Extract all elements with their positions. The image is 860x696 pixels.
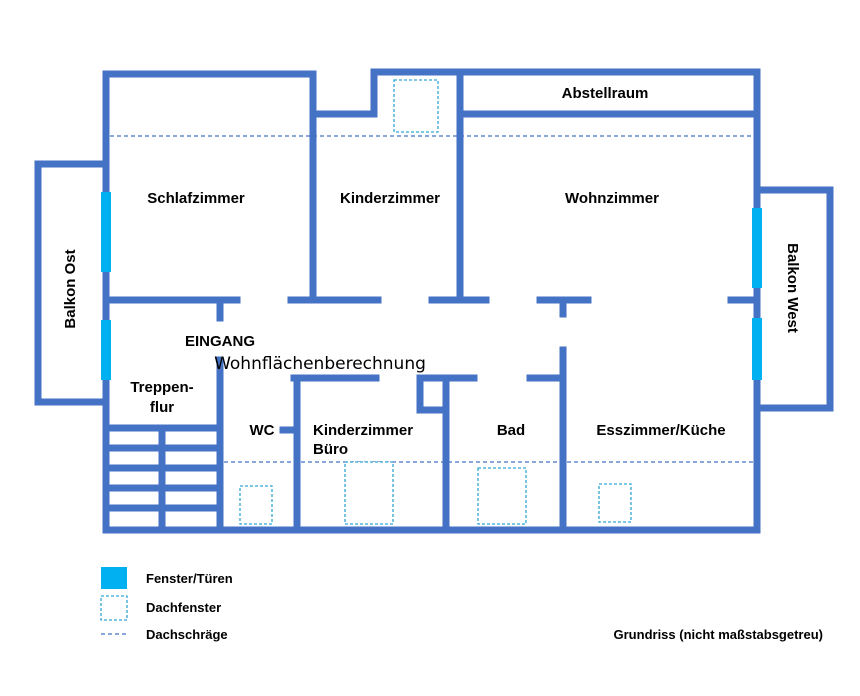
legend-skylight-swatch [100,595,128,621]
label-balkon-west: Balkon West [784,243,801,333]
skylight-bad [477,467,527,525]
label-bad: Bad [497,422,525,439]
balcony-west-wall [753,186,834,412]
outer-wall-north-west [102,68,761,194]
legend-label-fenster-tueren: Fenster/Türen [146,571,233,586]
legend-label-dachschraege: Dachschräge [146,627,228,642]
skylight-buero [344,461,394,525]
shaft-box [416,374,450,414]
window-balkon-west-lower [752,318,762,380]
walls [34,68,834,534]
label-balkon-ost: Balkon Ost [62,249,79,328]
room-labels: Abstellraum Schlafzimmer Kinderzimmer Wo… [62,85,801,458]
window-balkon-ost-upper [101,192,111,272]
windows-doors [101,192,762,380]
label-treppenflur-2: flur [150,399,174,416]
label-kinderzimmer-buero-1: Kinderzimmer [313,422,413,439]
label-eingang: EINGANG [185,333,255,350]
label-kinderzimmer-buero-2: Büro [313,441,348,458]
label-treppenflur-1: Treppen- [130,379,193,396]
skylight-wc [239,485,273,525]
label-wohnzimmer: Wohnzimmer [565,190,659,207]
skylights [239,79,632,525]
window-balkon-ost-lower [101,320,111,380]
skylight-top [393,79,439,133]
legend: Fenster/Türen Dachfenster Dachschräge [100,567,233,642]
footer-note: Grundriss (nicht maßstabsgetreu) [614,627,823,642]
overlay-wohnflaechenberechnung: Wohnflächenberechnung [214,354,426,374]
legend-window-swatch [101,567,127,589]
balcony-east-wall [34,160,110,406]
label-schlafzimmer: Schlafzimmer [147,190,245,207]
label-kinderzimmer: Kinderzimmer [340,190,440,207]
label-abstellraum: Abstellraum [562,85,649,102]
roof-slope-lines [110,135,754,463]
skylight-kueche [598,483,632,523]
window-balkon-west-upper [752,208,762,288]
label-wc: WC [250,422,275,439]
legend-label-dachfenster: Dachfenster [146,600,221,615]
label-esszimmer-kueche: Esszimmer/Küche [596,422,725,439]
